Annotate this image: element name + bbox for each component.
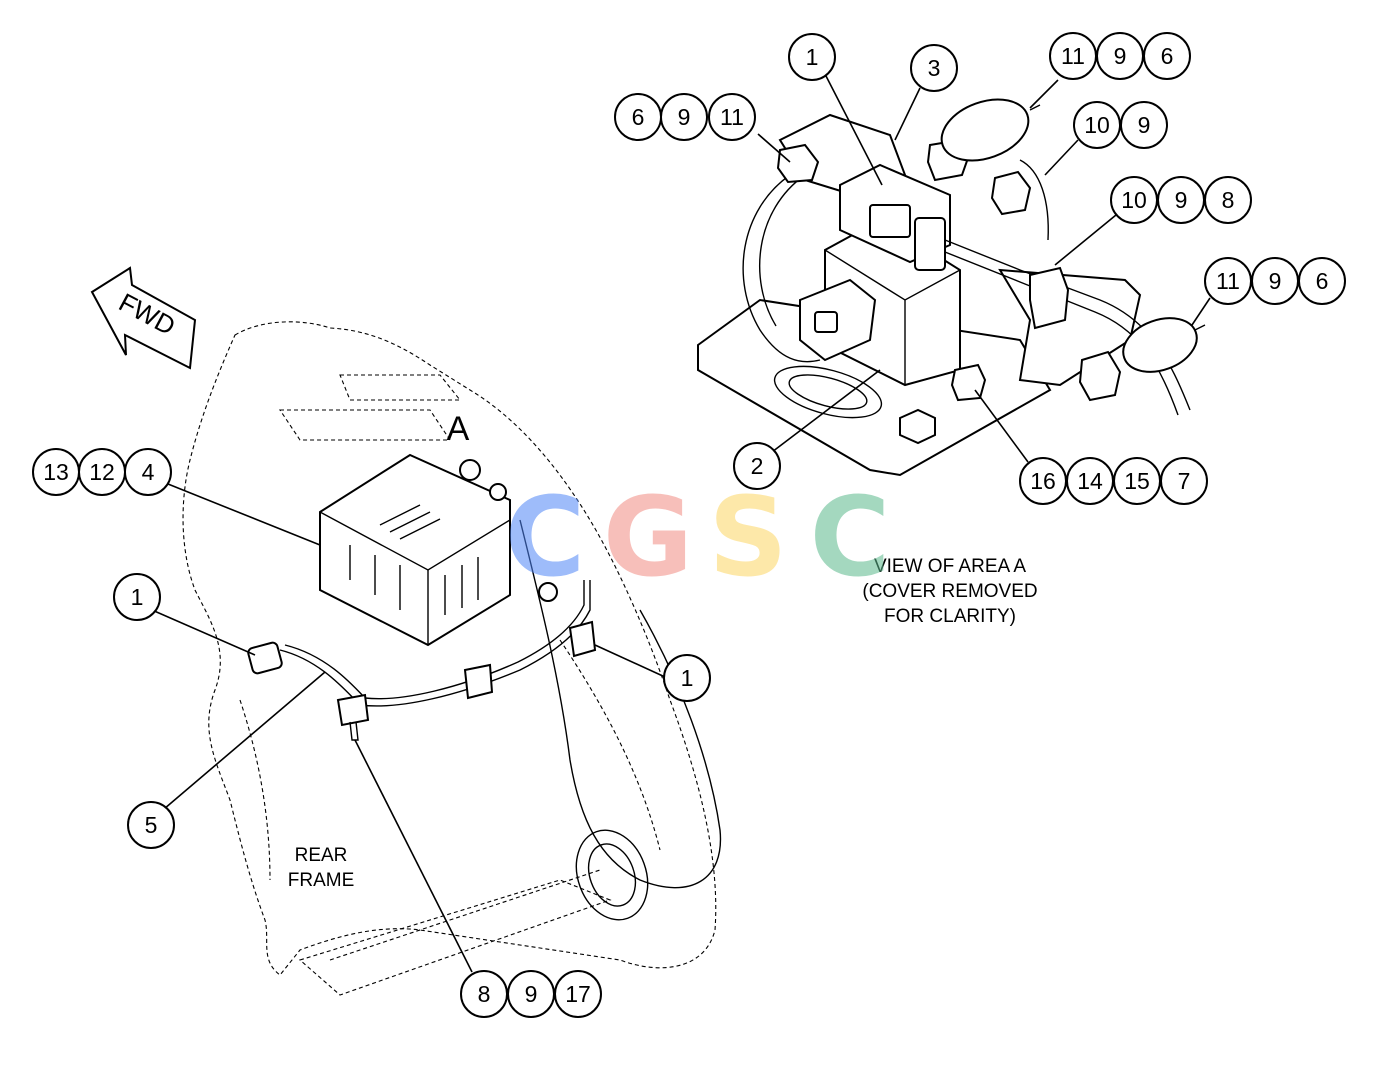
callout-1-top: 1 [788,33,836,81]
callout-15: 15 [1113,457,1161,505]
detail-view-sensor-assembly [697,98,1206,477]
rear-frame-label-line2: FRAME [288,870,355,891]
svg-text:17: 17 [565,981,591,1007]
svg-text:8: 8 [1222,187,1235,213]
svg-text:3: 3 [928,55,941,81]
callout-11-right: 11 [1204,257,1252,305]
callout-11-left: 11 [708,93,756,141]
watermark-letter-1: C [505,473,586,601]
area-a-letter: A [447,410,470,448]
watermark-letter-4: C [810,473,891,601]
svg-text:12: 12 [89,459,115,485]
svg-text:6: 6 [1316,268,1329,294]
svg-text:15: 15 [1124,468,1150,494]
callout-6-top: 6 [1143,32,1191,80]
callout-8-bottom: 8 [460,970,508,1018]
svg-text:1: 1 [131,584,144,610]
svg-text:8: 8 [478,981,491,1007]
watermark-logo: C G S C [505,473,891,601]
callout-6-left: 6 [614,93,662,141]
callout-11-top: 11 [1049,32,1097,80]
watermark-letter-2: G [603,473,693,601]
wire-harness [247,580,597,741]
callout-2: 2 [733,442,781,490]
watermark-letter-3: S [708,473,787,601]
svg-text:6: 6 [632,104,645,130]
rear-frame-outline [182,321,722,996]
svg-text:9: 9 [678,104,691,130]
svg-text:9: 9 [1138,112,1151,138]
svg-text:1: 1 [681,665,694,691]
leader-lines [151,75,1211,973]
svg-text:1: 1 [806,44,819,70]
view-label-line2: (COVER REMOVED [862,581,1037,602]
svg-text:11: 11 [1216,268,1240,294]
callout-14: 14 [1066,457,1114,505]
callout-10-a: 10 [1073,101,1121,149]
callout-10-b: 10 [1110,176,1158,224]
svg-text:6: 6 [1161,43,1174,69]
callout-5: 5 [127,801,175,849]
sensor-cover [319,453,558,647]
fwd-arrow: FWD [90,266,197,370]
view-label-line1: VIEW OF AREA A [874,556,1026,577]
svg-text:9: 9 [1269,268,1282,294]
svg-text:4: 4 [142,459,155,485]
callout-1-clip: 1 [663,654,711,702]
callout-9-b: 9 [1157,176,1205,224]
svg-text:14: 14 [1077,468,1103,494]
callout-6-right: 6 [1298,257,1346,305]
svg-text:10: 10 [1121,187,1147,213]
svg-text:9: 9 [525,981,538,1007]
callout-9-left: 9 [660,93,708,141]
callout-7: 7 [1160,457,1208,505]
callout-12: 12 [78,448,126,496]
callout-16: 16 [1019,457,1067,505]
callout-9-bottom: 9 [507,970,555,1018]
callout-17: 17 [554,970,602,1018]
callout-3: 3 [910,44,958,92]
callout-1-left: 1 [113,573,161,621]
view-label-line3: FOR CLARITY) [884,606,1016,627]
svg-text:5: 5 [145,812,158,838]
callout-8-b: 8 [1204,176,1252,224]
svg-text:13: 13 [43,459,69,485]
callout-9-a: 9 [1120,101,1168,149]
svg-text:16: 16 [1030,468,1056,494]
svg-text:11: 11 [1061,43,1085,69]
svg-text:7: 7 [1178,468,1191,494]
rear-frame-label-line1: REAR [295,845,348,866]
svg-text:9: 9 [1114,43,1127,69]
callout-9-right: 9 [1251,257,1299,305]
callout-9-top: 9 [1096,32,1144,80]
callout-4: 4 [124,448,172,496]
svg-text:9: 9 [1175,187,1188,213]
callout-13: 13 [32,448,80,496]
svg-text:10: 10 [1084,112,1110,138]
svg-text:2: 2 [751,453,764,479]
svg-text:11: 11 [720,104,744,130]
